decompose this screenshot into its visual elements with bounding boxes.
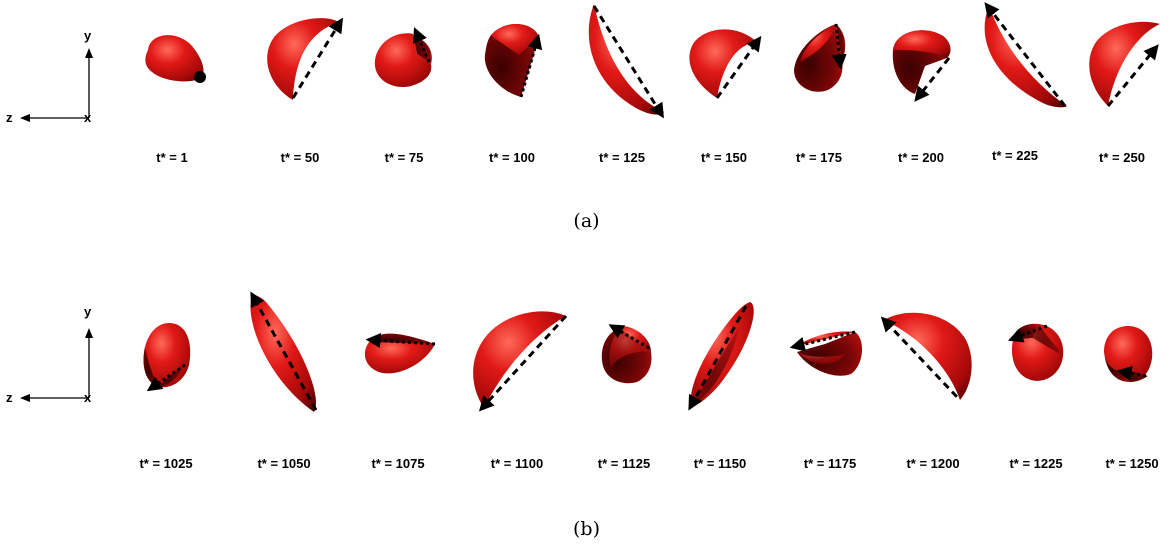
orientation-arrow	[250, 291, 318, 411]
body-shape	[374, 27, 432, 88]
panel-caption: (b)	[573, 518, 600, 540]
frame-a-225	[975, 0, 1075, 115]
orientation-arrow	[146, 363, 186, 392]
axes-triad-a	[20, 48, 93, 122]
orientation-arrow	[592, 5, 664, 119]
body-shape	[689, 29, 762, 99]
orientation-arrow	[914, 57, 951, 102]
panel-caption: (a)	[573, 210, 600, 232]
time-label: t* = 50	[280, 150, 320, 165]
body-shape	[143, 323, 191, 392]
orientation-arrow	[291, 17, 343, 99]
body-shape	[588, 4, 664, 119]
orientation-arrow	[478, 314, 568, 412]
body-shape	[1007, 323, 1064, 381]
frame-b-1250	[1098, 322, 1163, 392]
body-shape	[794, 22, 847, 92]
frame-a-1	[130, 20, 220, 100]
body-shape	[892, 30, 951, 102]
body-shape	[880, 312, 972, 400]
frame-b-1125	[595, 320, 665, 390]
body-shape	[473, 311, 568, 412]
body-shape	[267, 17, 343, 100]
orientation-arrow	[1106, 44, 1159, 107]
time-label: t* = 200	[898, 150, 944, 165]
axis-label-x: x	[84, 390, 92, 405]
body-shape	[145, 35, 206, 83]
time-label: t* = 150	[701, 150, 747, 165]
axis-label-x: x	[84, 110, 92, 125]
body-shape	[1104, 326, 1153, 382]
body-shape	[250, 291, 318, 412]
orientation-arrow	[831, 23, 847, 70]
time-label: t* = 1200	[906, 456, 960, 471]
body-shape	[484, 23, 543, 98]
panel-a: y z x t* = 1 t* = 50 t* = 75 t* = 100	[0, 0, 1173, 245]
axis-label-z: z	[6, 390, 13, 405]
orientation-arrow	[789, 330, 856, 352]
body-shape	[789, 330, 863, 376]
frame-b-1175	[785, 324, 875, 382]
body-shape	[601, 324, 652, 384]
time-label: t* = 1225	[1009, 456, 1063, 471]
frame-b-1025	[135, 317, 205, 397]
time-label: t* = 1175	[803, 456, 857, 471]
orientation-arrow	[413, 27, 431, 63]
time-label: t* = 1025	[139, 456, 193, 471]
frame-a-100	[475, 15, 555, 110]
body-shape	[364, 332, 436, 374]
frame-a-150	[683, 18, 773, 108]
orientation-arrow	[984, 2, 1067, 107]
frame-b-1225	[1005, 320, 1075, 390]
body-shape	[688, 302, 754, 411]
frame-b-1100	[468, 304, 578, 414]
axis-label-y: y	[84, 28, 92, 43]
body-shape	[984, 2, 1067, 108]
time-label: t* = 1	[156, 150, 188, 165]
body-shape	[1089, 21, 1160, 107]
orientation-arrow	[880, 316, 960, 400]
frame-a-50	[255, 10, 355, 110]
frame-a-200	[885, 20, 965, 105]
frame-b-1050	[240, 290, 330, 418]
time-label: t* = 1075	[371, 456, 425, 471]
orientation-arrow	[1116, 365, 1147, 381]
time-label: t* = 1100	[490, 456, 544, 471]
frame-a-250	[1082, 14, 1172, 109]
time-label: t* = 250	[1099, 150, 1145, 165]
panel-b: y z x t* = 1025 t* = 1050 t* = 1075 t* =…	[0, 282, 1173, 550]
time-label: t* = 1125	[597, 456, 651, 471]
time-label: t* = 100	[489, 150, 535, 165]
frame-b-1200	[878, 306, 978, 406]
frame-b-1150	[680, 296, 770, 414]
time-label: t* = 125	[599, 150, 645, 165]
orientation-arrow	[519, 33, 543, 98]
axes-triad-b	[20, 328, 93, 402]
time-label: t* = 1150	[693, 456, 747, 471]
orientation-arrow	[688, 305, 748, 411]
orientation-arrow	[608, 324, 650, 350]
axis-label-y: y	[84, 304, 92, 319]
frame-a-175	[790, 18, 860, 98]
time-label: t* = 175	[796, 150, 842, 165]
orientation-arrow	[365, 332, 436, 348]
time-label: t* = 75	[384, 150, 424, 165]
time-label: t* = 1250	[1105, 456, 1159, 471]
time-label: t* = 225	[992, 148, 1038, 163]
frame-a-75	[365, 20, 445, 100]
frame-a-125	[580, 0, 675, 120]
time-label: t* = 1050	[257, 456, 311, 471]
frame-b-1075	[355, 322, 445, 382]
axis-label-z: z	[6, 110, 13, 125]
